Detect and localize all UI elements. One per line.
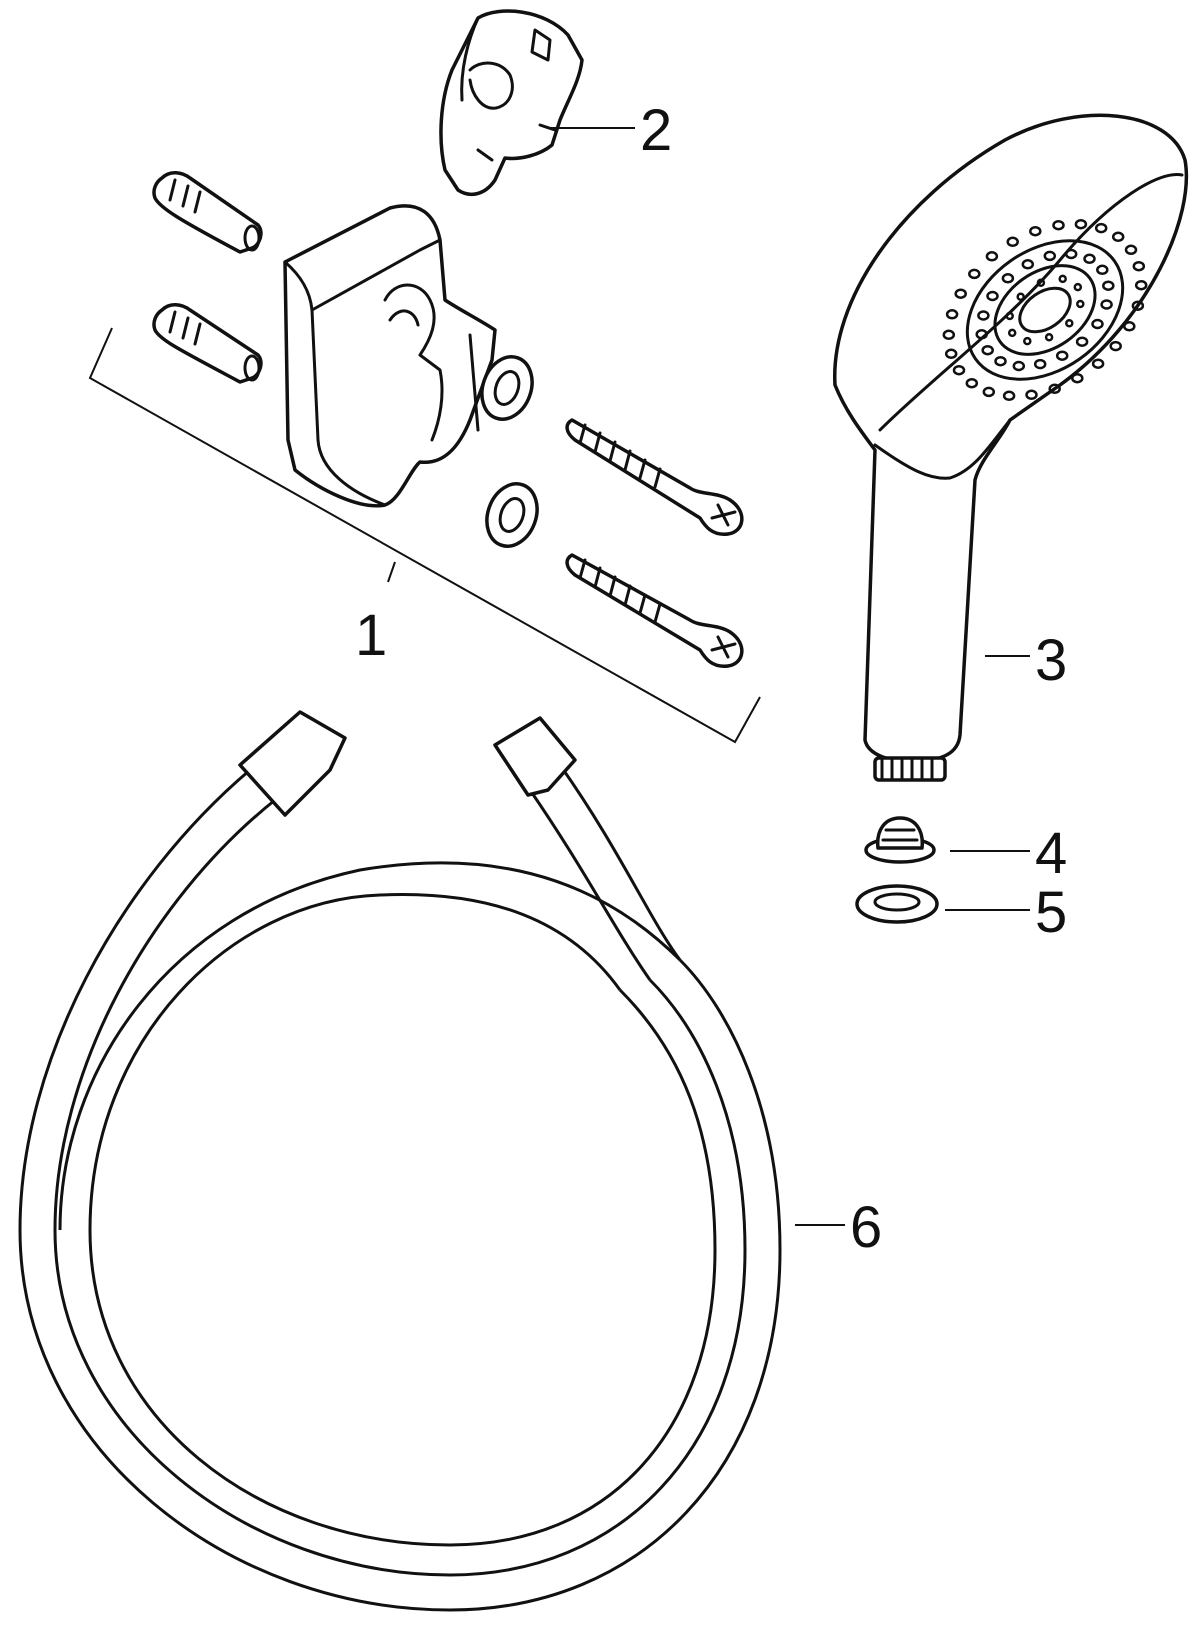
wall-bracket-set-part (88, 171, 761, 744)
filter-strainer-part (864, 816, 936, 864)
nozzle-dot (1076, 299, 1085, 309)
nozzle-dot (1012, 360, 1026, 372)
nozzle-dot (1029, 225, 1042, 237)
nozzle-dot (1071, 372, 1084, 384)
nozzle-dot (1065, 318, 1074, 328)
nozzle-dot (1016, 292, 1025, 302)
seal-washer-part (855, 884, 939, 924)
nozzle-dot (1075, 336, 1089, 347)
nozzle-dot (1023, 336, 1032, 346)
nozzle-dot (1124, 244, 1138, 256)
nozzle-dot (1006, 236, 1019, 248)
nozzle-dot (1073, 282, 1083, 292)
nozzle-dot (952, 364, 966, 376)
nozzle-dot (981, 344, 994, 356)
nozzle-dot (1021, 259, 1035, 270)
callout-2: 2 (640, 98, 672, 163)
nozzle-dot (1001, 273, 1015, 284)
nozzle-dot (1083, 253, 1096, 265)
nozzle-dot (1074, 218, 1088, 230)
nozzle-dot (982, 386, 996, 398)
nozzle-dot (1091, 358, 1105, 369)
nozzle-dot (1100, 299, 1113, 310)
nozzle-dot (944, 348, 958, 360)
nozzle-dot (1102, 280, 1115, 291)
shower-hose-part (18, 710, 782, 1612)
nozzle-dot (1036, 278, 1046, 287)
callout-4: 4 (1035, 821, 1067, 886)
nozzle-dot (1096, 264, 1109, 276)
nozzle-dot (1064, 248, 1078, 260)
nozzle-dot (968, 268, 981, 280)
nozzle-dot (1002, 390, 1016, 402)
nozzle-dot (1131, 300, 1145, 311)
nozzle-dot (1025, 389, 1038, 401)
nozzle-dot (1007, 328, 1017, 338)
callout-6: 6 (850, 1195, 882, 1260)
nozzle-dot (965, 377, 979, 389)
nozzle-dot (1005, 311, 1014, 321)
nozzle-dot (1134, 279, 1148, 291)
nozzle-dot (1044, 333, 1054, 342)
nozzle-dot (977, 310, 990, 321)
nozzle-dot (945, 309, 959, 320)
nozzle-dot (1094, 222, 1108, 234)
nozzle-dot (1091, 318, 1104, 330)
nozzle-dot (985, 251, 999, 262)
callout-3: 3 (1035, 628, 1067, 693)
nozzle-dot (1058, 274, 1067, 284)
nozzle-dot (1048, 383, 1061, 395)
callout-1: 1 (355, 603, 387, 668)
nozzle-dot (954, 288, 967, 299)
hand-shower-part (833, 113, 1189, 782)
nozzle-dot (1033, 358, 1047, 370)
nozzle-dot (942, 329, 956, 341)
holder-clip-part (439, 9, 584, 197)
spray-nozzles (942, 218, 1148, 402)
nozzle-dot (1109, 340, 1122, 352)
nozzle-dot (1123, 321, 1136, 332)
callout-5: 5 (1035, 880, 1067, 945)
nozzle-dot (1052, 219, 1065, 231)
nozzle-dot (986, 290, 999, 302)
nozzle-dot (1055, 350, 1069, 361)
nozzle-dot (975, 329, 988, 340)
nozzle-dot (994, 355, 1007, 367)
nozzle-dot (1043, 250, 1057, 262)
nozzle-dot (1132, 260, 1146, 272)
nozzle-dot (1111, 231, 1125, 243)
